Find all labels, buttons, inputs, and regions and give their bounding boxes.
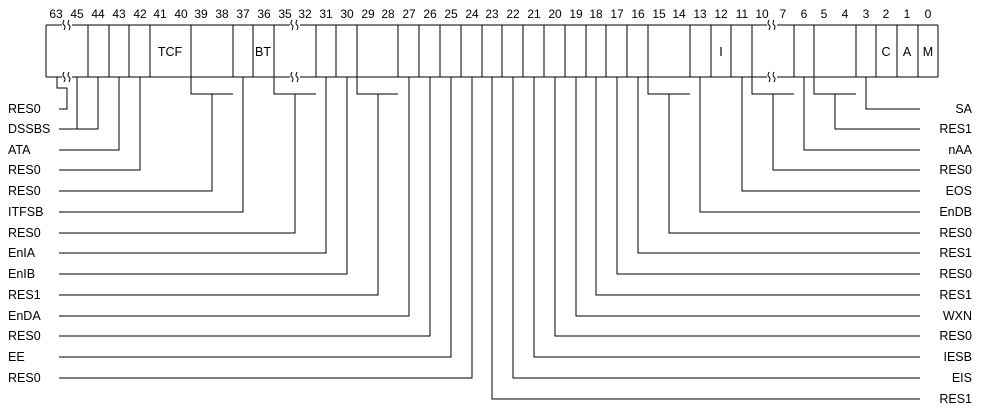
field-label-ata: ATA [8, 143, 31, 157]
field-label-enib: EnIB [8, 267, 35, 281]
right-field-labels: SA RES1 nAA RES0 EOS EnDB RES0 RES1 RES0… [939, 102, 972, 406]
bit-number: 43 [112, 7, 126, 21]
bit-number: 11 [736, 7, 749, 21]
field-label-res0-63-45: RES0 [8, 102, 41, 116]
field-label-sa: SA [955, 102, 972, 116]
leader-lines [56, 77, 920, 400]
break-mark-10-7 [767, 19, 777, 83]
bit-number: 38 [215, 7, 229, 21]
field-label-ee: EE [8, 350, 25, 364]
field-label-iesb: IESB [944, 350, 973, 364]
field-label-naa: nAA [948, 143, 972, 157]
bit-number: 28 [381, 7, 395, 21]
bit-number-row: 63 45 44 43 42 41 40 39 38 37 36 35 32 3… [49, 7, 931, 21]
field-label-res0-26: RES0 [8, 329, 41, 343]
bit-number: 32 [298, 7, 312, 21]
field-label-res0-35-32: RES0 [8, 226, 41, 240]
bit-number: 42 [133, 7, 147, 21]
bit-number: 40 [174, 7, 188, 21]
bit-number: 35 [278, 7, 292, 21]
field-label-itfsb: ITFSB [8, 205, 43, 219]
bit-number: 30 [340, 7, 354, 21]
field-label-res1-18: RES1 [939, 288, 972, 302]
field-label-dssbs: DSSBS [8, 122, 50, 136]
bit-number: 14 [672, 7, 686, 21]
bit-number: 18 [589, 7, 603, 21]
bit-number: 45 [70, 7, 84, 21]
field-label-m: M [923, 45, 933, 59]
field-label-i: I [719, 45, 722, 59]
field-label-res0-17: RES0 [939, 267, 972, 281]
field-label-bt: BT [255, 45, 271, 59]
bit-number: 15 [652, 7, 666, 21]
field-label-res0-10-7: RES0 [939, 163, 972, 177]
bit-number: 3 [863, 7, 870, 21]
field-label-a: A [903, 45, 912, 59]
bit-number: 36 [257, 7, 271, 21]
bit-number: 29 [361, 7, 375, 21]
field-label-tcf: TCF [158, 45, 183, 59]
bit-number: 63 [49, 7, 63, 21]
field-label-eis: EIS [952, 371, 972, 385]
bit-number: 21 [527, 7, 541, 21]
bit-number: 19 [569, 7, 583, 21]
field-labels-in-box: TCF BT I C A M [158, 45, 933, 59]
field-label-res1-29-28: RES1 [8, 288, 41, 302]
bit-number: 2 [883, 7, 890, 21]
bit-number: 13 [693, 7, 707, 21]
bit-number: 12 [714, 7, 728, 21]
register-box [45, 24, 939, 78]
field-label-res0-20: RES0 [939, 329, 972, 343]
bit-number: 25 [444, 7, 458, 21]
bit-number: 39 [194, 7, 208, 21]
break-mark-63-45 [62, 19, 72, 83]
bit-number: 10 [755, 7, 769, 21]
field-label-wxn: WXN [943, 309, 972, 323]
field-label-res0-15-14: RES0 [939, 226, 972, 240]
bit-number: 0 [925, 7, 932, 21]
bit-number: 26 [423, 7, 437, 21]
bit-number: 20 [548, 7, 562, 21]
field-label-res1-16: RES1 [939, 246, 972, 260]
bit-number: 4 [842, 7, 849, 21]
bit-number: 44 [91, 7, 105, 21]
left-field-labels: RES0 DSSBS ATA RES0 RES0 ITFSB RES0 EnIA… [8, 102, 50, 385]
bit-number: 37 [236, 7, 250, 21]
break-mark-35-32 [290, 19, 300, 83]
field-label-res1-23: RES1 [939, 392, 972, 406]
bit-number: 5 [821, 7, 828, 21]
field-label-res0-42: RES0 [8, 163, 41, 177]
bit-number: 24 [465, 7, 479, 21]
break-symbols [62, 19, 777, 83]
bit-number: 17 [610, 7, 624, 21]
field-label-res0-39-38: RES0 [8, 184, 41, 198]
field-label-res1-5-4: RES1 [939, 122, 972, 136]
field-label-eos: EOS [946, 184, 972, 198]
bit-number: 6 [801, 7, 808, 21]
field-label-enia: EnIA [8, 246, 36, 260]
bit-number: 41 [153, 7, 167, 21]
bit-number: 31 [319, 7, 333, 21]
bit-number: 16 [631, 7, 645, 21]
field-label-c: C [881, 45, 890, 59]
field-label-res0-24: RES0 [8, 371, 41, 385]
bit-number: 27 [402, 7, 416, 21]
field-label-enda: EnDA [8, 309, 41, 323]
bit-number: 22 [506, 7, 520, 21]
bit-number: 23 [485, 7, 499, 21]
bit-number: 1 [904, 7, 911, 21]
bit-number: 7 [780, 7, 787, 21]
field-label-endb: EnDB [939, 205, 972, 219]
